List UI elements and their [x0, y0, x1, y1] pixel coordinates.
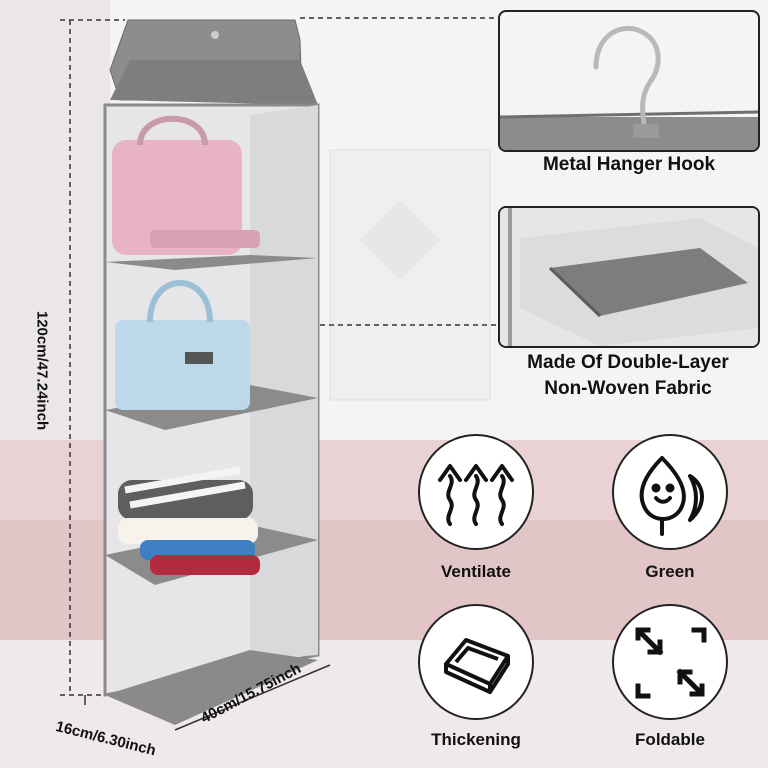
- thickening-label: Thickening: [431, 730, 521, 749]
- green-feature: [612, 434, 728, 550]
- foldable-label: Foldable: [635, 730, 705, 749]
- height-dimension-label: 120cm/47.24inch: [33, 310, 51, 431]
- ventilate-feature: [418, 434, 534, 550]
- fabric-shelf-icon: [500, 208, 758, 346]
- hanger-hook-caption: Metal Hanger Hook: [542, 154, 716, 175]
- fabric-shelf-detail: [498, 206, 760, 348]
- fabric-caption-line-2: Non-Woven Fabric: [544, 378, 712, 399]
- leaf-icon: [639, 456, 704, 536]
- thick-pad-icon: [444, 638, 510, 694]
- foldable-feature: [612, 604, 728, 720]
- ventilate-label: Ventilate: [441, 562, 511, 581]
- thickening-feature: [418, 604, 534, 720]
- fold-arrows-icon: [635, 627, 707, 699]
- green-label: Green: [645, 562, 695, 581]
- fabric-caption-line-1: Made Of Double-Layer: [527, 352, 729, 373]
- hanger-hook-icon: [500, 25, 758, 150]
- ventilate-icon: [438, 464, 514, 526]
- hanger-hook-detail: [498, 10, 760, 152]
